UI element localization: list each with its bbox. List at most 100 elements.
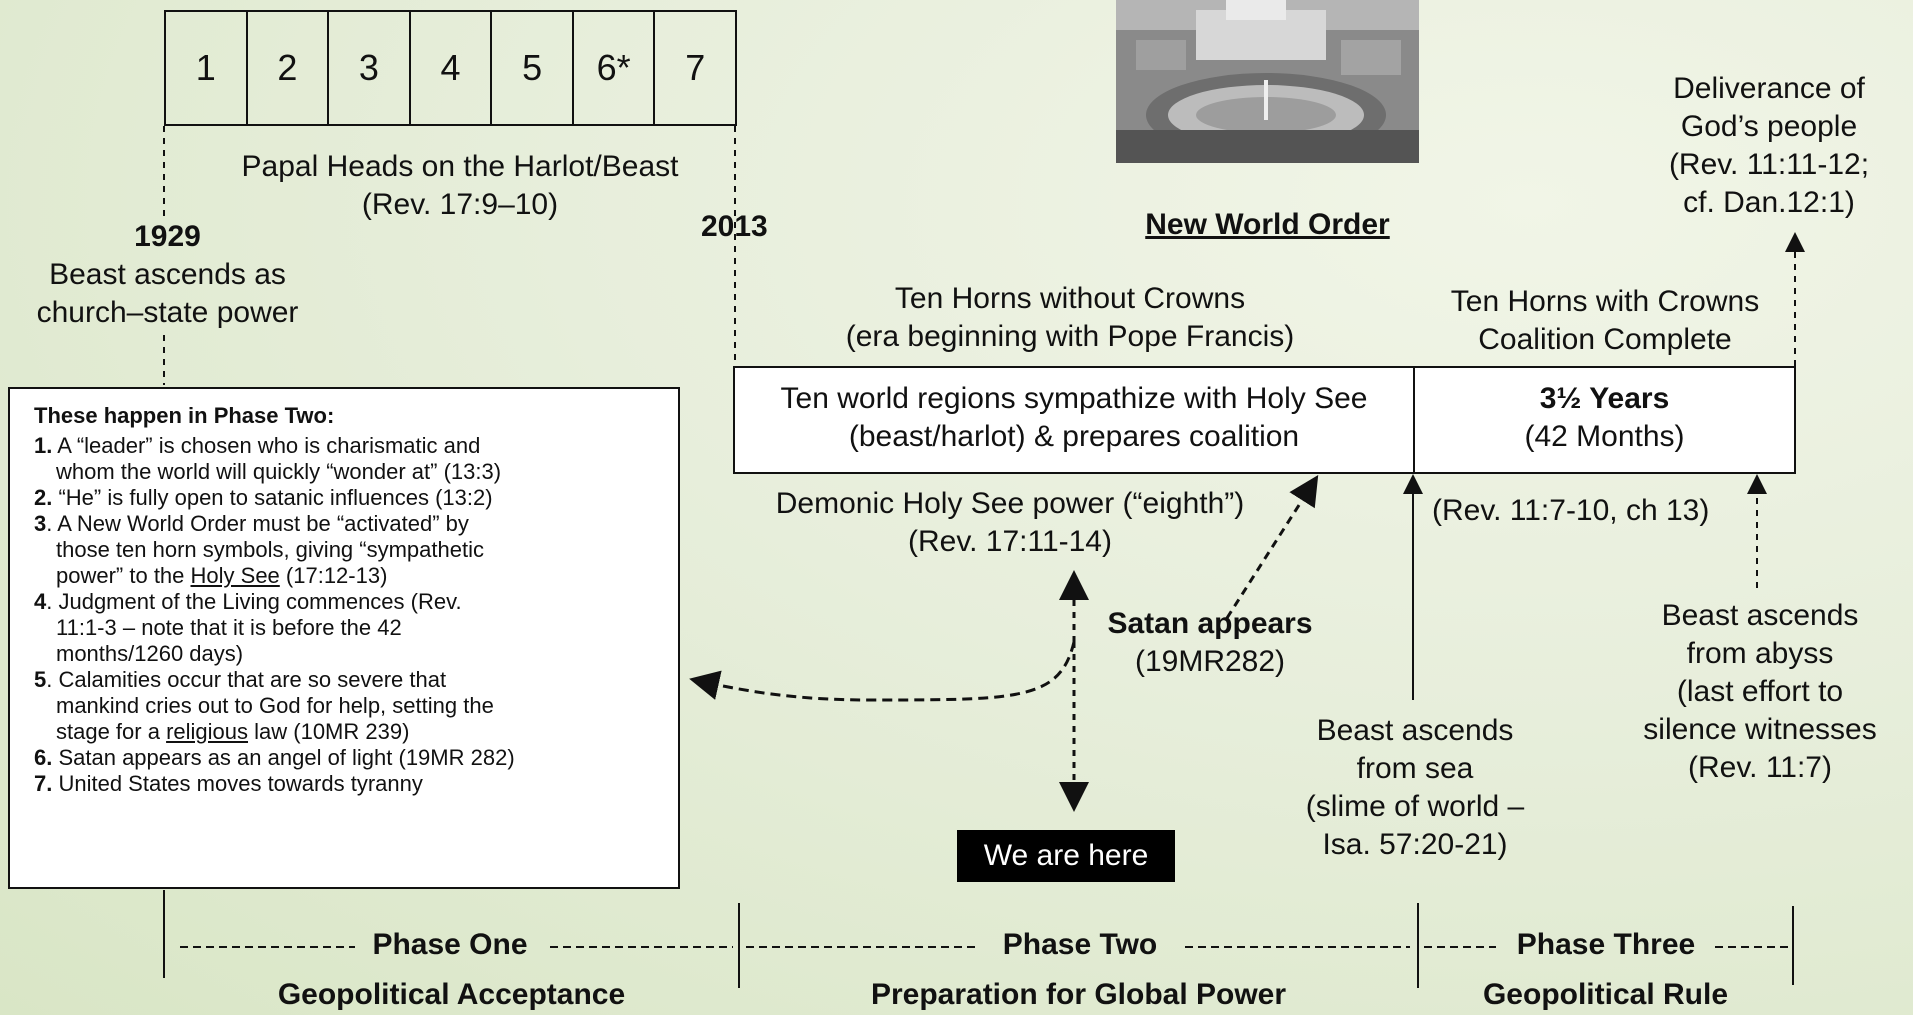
timeline-right-line2: (42 Months) (1524, 420, 1685, 453)
beast-sea-line2: from sea (1356, 752, 1474, 785)
year-1929: 1929 (134, 220, 201, 253)
papal-head-cell: 3 (329, 12, 411, 124)
phase-two-title: Phase Two (1002, 928, 1158, 961)
list-item-text: . Calamities occur that are so severe th… (46, 667, 447, 692)
demonic-line1: Demonic Holy See power (“eighth”) (775, 487, 1245, 520)
papal-head-cell: 5 (492, 12, 574, 124)
papal-head-cell: 1 (166, 12, 248, 124)
phase-three-title: Phase Three (1516, 928, 1696, 961)
list-item-number: 1. (34, 433, 53, 458)
beast-abyss-line2: from abyss (1686, 637, 1834, 670)
phase-two-list-title: These happen in Phase Two: (34, 403, 335, 428)
new-world-order-title: New World Order (1145, 208, 1390, 241)
list-item-text: A “leader” is chosen who is charismatic … (52, 433, 481, 458)
list-item-text: those ten horn symbols, giving “sympathe… (56, 537, 484, 562)
list-item-number: 4 (34, 589, 47, 614)
list-item: 7. United States moves towards tyranny (34, 771, 654, 797)
phase-two-list-box: These happen in Phase Two: 1. A “leader”… (8, 387, 680, 889)
rev-ref-text: (Rev. 11:7-10, ch 13) (1432, 494, 1710, 527)
year-1929-block: 1929 Beast ascends as church–state power (0, 218, 335, 332)
list-item-text: months/1260 days) (56, 641, 244, 666)
timeline-right-line1: 3½ Years (1539, 382, 1670, 415)
deliverance-line1: Deliverance of (1673, 72, 1865, 105)
year-2013: 2013 (701, 210, 768, 243)
list-item-text: Satan appears as an angel of light (19MR… (52, 745, 515, 770)
vatican-photo (1116, 0, 1419, 163)
year-1929-line1: Beast ascends as (49, 258, 286, 291)
ten-horns-with-block: Ten Horns with Crowns Coalition Complete (1420, 283, 1790, 359)
list-item-text: United States moves towards tyranny (52, 771, 423, 796)
beast-abyss-block: Beast ascends from abyss (last effort to… (1620, 597, 1900, 787)
list-item-text: power” to the Holy See (17:12-13) (34, 563, 654, 589)
timeline-box: Ten world regions sympathize with Holy S… (733, 366, 1796, 474)
satan-line2: (19MR282) (1134, 645, 1286, 678)
list-item-number: 6. (34, 745, 53, 770)
list-item-text: “He” is fully open to satanic influences… (52, 485, 493, 510)
demonic-block: Demonic Holy See power (“eighth”) (Rev. … (735, 485, 1285, 561)
beast-abyss-line3: (last effort to (1676, 675, 1844, 708)
phase-two-subtitle: Preparation for Global Power (870, 978, 1287, 1011)
deliverance-line2: God’s people (1680, 110, 1858, 143)
list-item-text: . Judgment of the Living commences (Rev. (46, 589, 462, 614)
deliverance-block: Deliverance of God’s people (Rev. 11:11-… (1625, 70, 1913, 222)
ten-horns-without-block: Ten Horns without Crowns (era beginning … (760, 280, 1380, 356)
ten-horns-without-line1: Ten Horns without Crowns (894, 282, 1246, 315)
papal-heads-caption: Papal Heads on the Harlot/Beast (Rev. 17… (220, 148, 700, 224)
list-item-text: power” to the (56, 563, 191, 588)
list-item-text: stage for a religious law (10MR 239) (34, 719, 654, 745)
ten-horns-with-line2: Coalition Complete (1478, 323, 1732, 356)
papal-head-cell: 6* (574, 12, 656, 124)
papal-heads-caption-line1: Papal Heads on the Harlot/Beast (241, 150, 679, 183)
beast-sea-line4: Isa. 57:20-21) (1322, 828, 1508, 861)
list-item-number: 2. (34, 485, 53, 510)
phase-one-title: Phase One (372, 928, 528, 961)
list-item-text: law (10MR 239) (248, 719, 410, 744)
beast-abyss-line4: silence witnesses (1643, 713, 1877, 746)
curved-arrow-to-list (689, 641, 1076, 702)
list-item-number: 3 (34, 511, 47, 536)
timeline-left-line2: (beast/harlot) & prepares coalition (848, 420, 1300, 453)
beast-abyss-line1: Beast ascends (1661, 599, 1859, 632)
phase-one-subtitle: Geopolitical Acceptance (277, 978, 626, 1011)
list-item-text: stage for a (56, 719, 167, 744)
list-item-number: 7. (34, 771, 53, 796)
beast-sea-block: Beast ascends from sea (slime of world –… (1280, 712, 1550, 864)
phase-three-subtitle: Geopolitical Rule (1482, 978, 1729, 1011)
beast-abyss-line5: (Rev. 11:7) (1688, 751, 1832, 784)
list-item-text: mankind cries out to God for help, setti… (56, 693, 494, 718)
ten-horns-without-line2: (era beginning with Pope Francis) (845, 320, 1295, 353)
papal-heads-row: 1 2 3 4 5 6* 7 (164, 10, 737, 126)
we-are-here-label: We are here (957, 830, 1175, 882)
list-item-text: (17:12-13) (279, 563, 388, 588)
list-item-text: 11:1-3 – note that it is before the 42 (56, 615, 402, 640)
papal-heads-caption-line2: (Rev. 17:9–10) (361, 188, 559, 221)
papal-head-cell: 7 (685, 47, 706, 88)
list-item: 2. “He” is fully open to satanic influen… (34, 485, 654, 511)
list-item-text: whom the world will quickly “wonder at” … (56, 459, 502, 484)
deliverance-line3: (Rev. 11:11-12; (1668, 148, 1870, 181)
ten-horns-with-line1: Ten Horns with Crowns (1450, 285, 1760, 318)
demonic-line2: (Rev. 17:11-14) (908, 525, 1112, 558)
list-item: 5. Calamities occur that are so severe t… (34, 667, 654, 745)
timeline-left-cell: Ten world regions sympathize with Holy S… (735, 368, 1415, 472)
papal-head-cell: 4 (411, 12, 493, 124)
deliverance-line4: cf. Dan.12:1) (1683, 186, 1855, 219)
list-item: 1. A “leader” is chosen who is charismat… (34, 433, 654, 485)
satan-line1: Satan appears (1107, 607, 1313, 640)
timeline-right-cell: 3½ Years (42 Months) (1415, 368, 1794, 472)
list-item-text: . A New World Order must be “activated” … (46, 511, 469, 536)
vatican-photo-icon (1116, 0, 1419, 163)
list-item: 3. A New World Order must be “activated”… (34, 511, 654, 589)
list-item: 4. Judgment of the Living commences (Rev… (34, 589, 654, 667)
religious-underlined: religious (166, 719, 249, 744)
beast-sea-line3: (slime of world – (1305, 790, 1525, 823)
holy-see-underlined: Holy See (190, 563, 280, 588)
list-item: 6. Satan appears as an angel of light (1… (34, 745, 654, 771)
papal-head-cell: 2 (248, 12, 330, 124)
beast-sea-line1: Beast ascends (1316, 714, 1514, 747)
timeline-left-line1: Ten world regions sympathize with Holy S… (780, 382, 1368, 415)
satan-block: Satan appears (19MR282) (1080, 605, 1340, 681)
year-1929-line2: church–state power (36, 296, 299, 329)
list-item-number: 5 (34, 667, 47, 692)
